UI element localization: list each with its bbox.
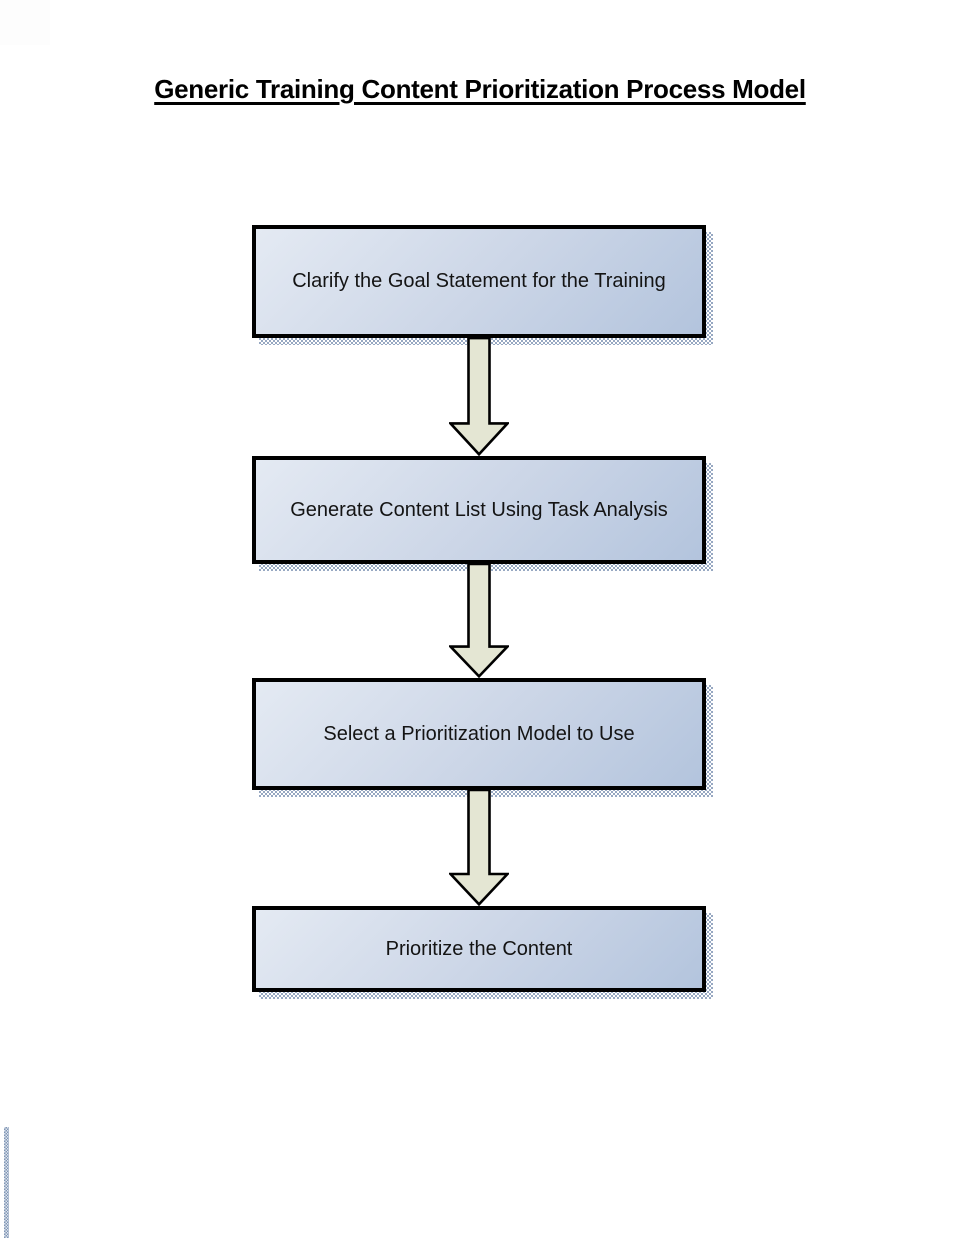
corner-artifact: [0, 0, 50, 45]
flow-step-label: Prioritize the Content: [385, 937, 573, 960]
down-arrow-icon: [449, 564, 509, 678]
flow-step-generate-content-list: Generate Content List Using Task Analysi…: [252, 456, 706, 564]
down-arrow-icon: [449, 790, 509, 906]
page-title: Generic Training Content Prioritization …: [154, 74, 806, 104]
left-edge-watermark-strip: [4, 1127, 9, 1238]
flow-step-label: Generate Content List Using Task Analysi…: [290, 498, 668, 521]
flow-step-select-model: Select a Prioritization Model to Use: [252, 678, 706, 790]
flow-step-clarify-goal: Clarify the Goal Statement for the Train…: [252, 225, 706, 338]
flow-step-label: Select a Prioritization Model to Use: [323, 722, 635, 745]
down-arrow-icon: [449, 338, 509, 456]
flow-step-prioritize-content: Prioritize the Content: [252, 906, 706, 992]
flow-step-label: Clarify the Goal Statement for the Train…: [292, 270, 666, 292]
